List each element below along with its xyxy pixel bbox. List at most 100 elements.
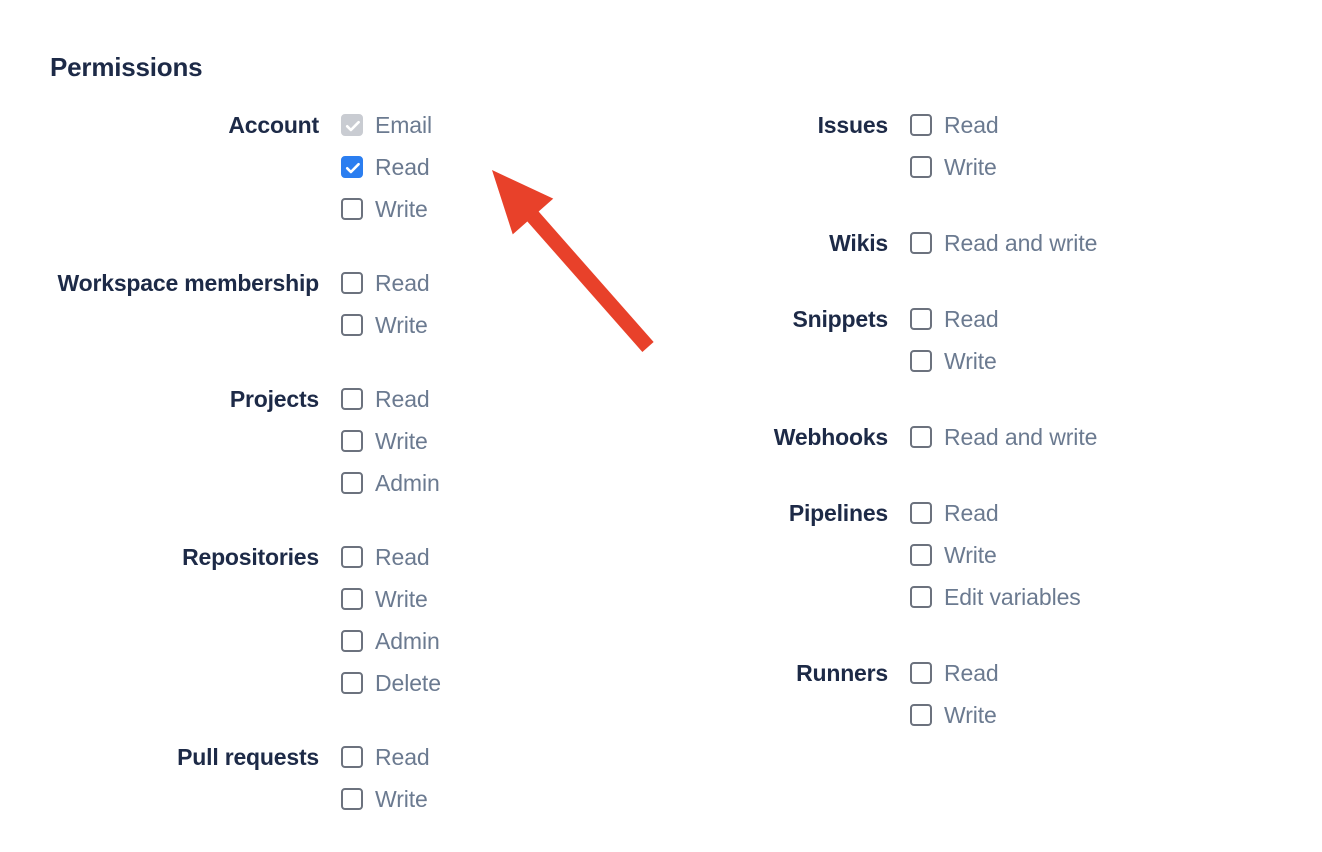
permission-option-row: Admin (341, 620, 660, 662)
permission-option-row: Edit variables (910, 576, 1322, 618)
permission-group-label: Account (228, 112, 319, 138)
checkbox-pipelines-read[interactable] (910, 502, 932, 524)
checkbox-label-account-write[interactable]: Write (375, 196, 428, 222)
checkbox-label-snippets-read[interactable]: Read (944, 306, 999, 332)
checkbox-repositories-admin[interactable] (341, 630, 363, 652)
checkbox-account-write[interactable] (341, 198, 363, 220)
checkbox-workspace-membership-write[interactable] (341, 314, 363, 336)
checkbox-pull-requests-read[interactable] (341, 746, 363, 768)
checkbox-pipelines-edit-variables[interactable] (910, 586, 932, 608)
permission-option-row: Read (341, 378, 660, 420)
permission-option-row: Read (910, 492, 1322, 534)
checkbox-label-pipelines-read[interactable]: Read (944, 500, 999, 526)
permission-option-row: Read (341, 736, 660, 778)
checkbox-label-runners-write[interactable]: Write (944, 702, 997, 728)
checkbox-account-read[interactable] (341, 156, 363, 178)
permission-option-list: Read and write (910, 416, 1322, 458)
checkbox-repositories-delete[interactable] (341, 672, 363, 694)
permission-option-row: Read (910, 652, 1322, 694)
checkbox-webhooks-read-and-write[interactable] (910, 426, 932, 448)
permission-option-row: Write (341, 578, 660, 620)
permission-option-row: Write (910, 340, 1322, 382)
checkbox-snippets-read[interactable] (910, 308, 932, 330)
permission-option-row: Delete (341, 662, 660, 704)
permission-option-row: Write (910, 146, 1322, 188)
checkbox-label-issues-write[interactable]: Write (944, 154, 997, 180)
checkbox-projects-admin[interactable] (341, 472, 363, 494)
checkbox-workspace-membership-read[interactable] (341, 272, 363, 294)
permission-group-label: Repositories (182, 544, 319, 570)
checkbox-repositories-write[interactable] (341, 588, 363, 610)
permission-option-row: Write (341, 304, 660, 346)
checkbox-label-snippets-write[interactable]: Write (944, 348, 997, 374)
permission-option-row: Read (910, 298, 1322, 340)
checkbox-label-account-read[interactable]: Read (375, 154, 430, 180)
checkbox-label-runners-read[interactable]: Read (944, 660, 999, 686)
permission-option-row: Write (341, 420, 660, 462)
checkbox-projects-read[interactable] (341, 388, 363, 410)
permission-option-row: Write (341, 778, 660, 820)
checkbox-runners-write[interactable] (910, 704, 932, 726)
checkbox-label-workspace-membership-read[interactable]: Read (375, 270, 430, 296)
permission-group-wikis: Wikis Read and write (600, 222, 1322, 264)
checkbox-label-repositories-write[interactable]: Write (375, 586, 428, 612)
checkbox-label-issues-read[interactable]: Read (944, 112, 999, 138)
permission-option-row: Read (341, 536, 660, 578)
checkbox-label-projects-read[interactable]: Read (375, 386, 430, 412)
permission-option-row: Email (341, 104, 660, 146)
checkbox-label-pipelines-write[interactable]: Write (944, 542, 997, 568)
permission-group-label: Wikis (829, 230, 888, 256)
permission-option-row: Write (910, 694, 1322, 736)
permission-group-label: Snippets (792, 306, 888, 332)
checkbox-repositories-read[interactable] (341, 546, 363, 568)
checkbox-label-pipelines-edit-variables[interactable]: Edit variables (944, 584, 1081, 610)
checkbox-projects-write[interactable] (341, 430, 363, 452)
permission-option-row: Admin (341, 462, 660, 504)
checkbox-pull-requests-write[interactable] (341, 788, 363, 810)
checkbox-issues-read[interactable] (910, 114, 932, 136)
permission-option-row: Write (341, 188, 660, 230)
checkbox-label-repositories-delete[interactable]: Delete (375, 670, 441, 696)
permission-option-list: Read and write (910, 222, 1322, 264)
permission-group-webhooks: Webhooks Read and write (600, 416, 1322, 458)
permission-option-row: Read (910, 104, 1322, 146)
permission-option-row: Read and write (910, 416, 1322, 458)
checkbox-label-repositories-read[interactable]: Read (375, 544, 430, 570)
checkbox-label-webhooks-read-and-write[interactable]: Read and write (944, 424, 1098, 450)
permission-group-label: Workspace membership (57, 270, 320, 296)
permission-group-label: Projects (229, 386, 319, 412)
checkbox-pipelines-write[interactable] (910, 544, 932, 566)
checkbox-label-pull-requests-write[interactable]: Write (375, 786, 428, 812)
checkbox-issues-write[interactable] (910, 156, 932, 178)
permission-group-label: Runners (796, 660, 888, 686)
permission-group-label: Webhooks (773, 424, 888, 450)
checkbox-label-pull-requests-read[interactable]: Read (375, 744, 430, 770)
checkbox-label-workspace-membership-write[interactable]: Write (375, 312, 428, 338)
permission-group-label: Pipelines (788, 500, 888, 526)
checkbox-label-wikis-read-and-write[interactable]: Read and write (944, 230, 1098, 256)
checkbox-snippets-write[interactable] (910, 350, 932, 372)
permission-option-row: Read and write (910, 222, 1322, 264)
checkbox-wikis-read-and-write[interactable] (910, 232, 932, 254)
checkbox-label-projects-admin[interactable]: Admin (375, 470, 440, 496)
checkbox-runners-read[interactable] (910, 662, 932, 684)
checkbox-label-repositories-admin[interactable]: Admin (375, 628, 440, 654)
checkbox-label-projects-write[interactable]: Write (375, 428, 428, 454)
